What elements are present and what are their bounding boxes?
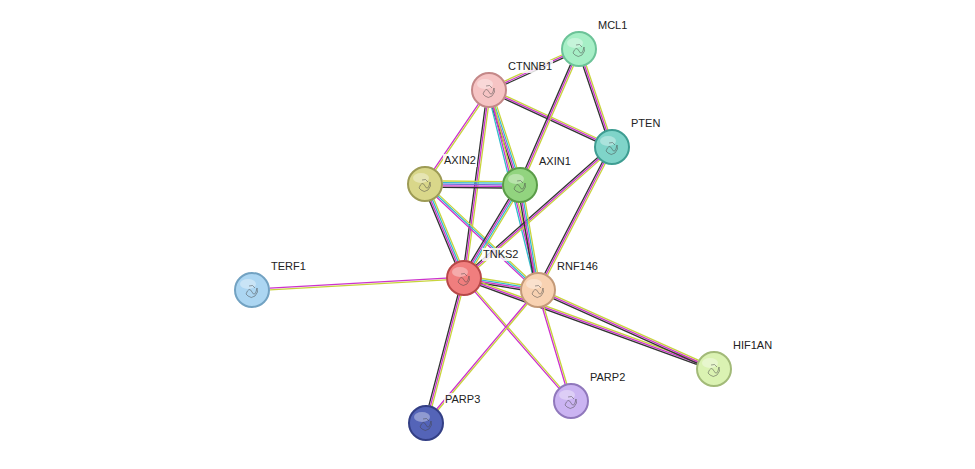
protein-node: PARP3 (408, 405, 444, 441)
protein-label: PTEN (630, 117, 661, 130)
interaction-edge (443, 181, 502, 188)
interaction-edge (526, 65, 574, 169)
protein-label: PARP2 (589, 371, 626, 384)
protein-node: HIF1AN (696, 351, 732, 387)
node-circle (696, 351, 732, 387)
protein-node: TNKS2 (446, 260, 482, 296)
node-circle (553, 383, 589, 419)
protein-label: HIF1AN (732, 339, 773, 352)
interaction-edge (542, 307, 566, 384)
protein-node: CTNNB1 (471, 72, 507, 108)
interaction-edge (583, 66, 608, 131)
interaction-edge (475, 291, 560, 388)
node-circle (471, 72, 507, 108)
interaction-edge (270, 278, 446, 290)
node-circle (408, 405, 444, 441)
protein-label: TNKS2 (482, 248, 519, 261)
interaction-edge (434, 104, 479, 169)
protein-node: MCL1 (561, 31, 597, 67)
interaction-edge (554, 296, 698, 363)
interaction-edge (505, 55, 564, 84)
interaction-edge (545, 162, 605, 274)
protein-node: PTEN (594, 129, 630, 165)
node-circle (502, 167, 538, 203)
node-circle (234, 272, 270, 308)
protein-label: RNF146 (556, 260, 599, 273)
interaction-edge (480, 283, 697, 365)
protein-label: TERF1 (270, 260, 307, 273)
protein-label: AXIN2 (443, 154, 477, 167)
protein-node: RNF146 (520, 272, 556, 308)
protein-label: PARP3 (444, 393, 481, 406)
protein-node: TERF1 (234, 272, 270, 308)
node-circle (407, 166, 443, 202)
node-circle (561, 31, 597, 67)
interaction-edge (521, 202, 538, 272)
interaction-edge (437, 303, 527, 409)
protein-node: AXIN2 (407, 166, 443, 202)
protein-label: AXIN1 (538, 155, 572, 168)
protein-node: PARP2 (553, 383, 589, 419)
protein-node: AXIN1 (502, 167, 538, 203)
node-circle (520, 272, 556, 308)
protein-label: MCL1 (597, 19, 628, 32)
node-circle (446, 260, 482, 296)
node-circle (594, 129, 630, 165)
interaction-edge (476, 158, 599, 268)
protein-label: CTNNB1 (507, 60, 553, 73)
